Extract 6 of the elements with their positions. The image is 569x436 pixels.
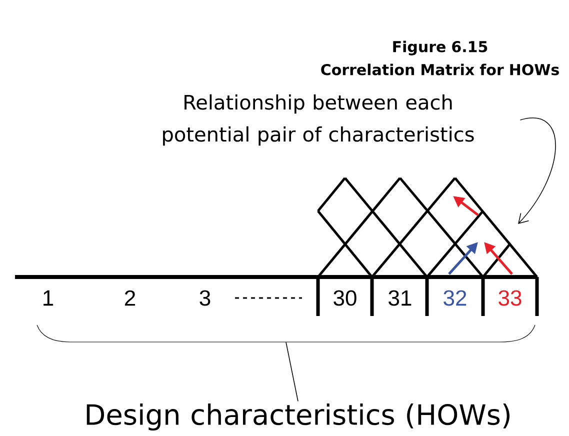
leader-line — [286, 342, 298, 402]
figure-title: Figure 6.15 Correlation Matrix for HOWs — [321, 40, 559, 76]
arrow — [518, 118, 556, 224]
annotation-text: Relationship between each potential pair of characteristics — [163, 94, 474, 146]
brace — [36, 324, 536, 342]
annotation-text: Design characteristics (HOWs) — [86, 403, 510, 431]
